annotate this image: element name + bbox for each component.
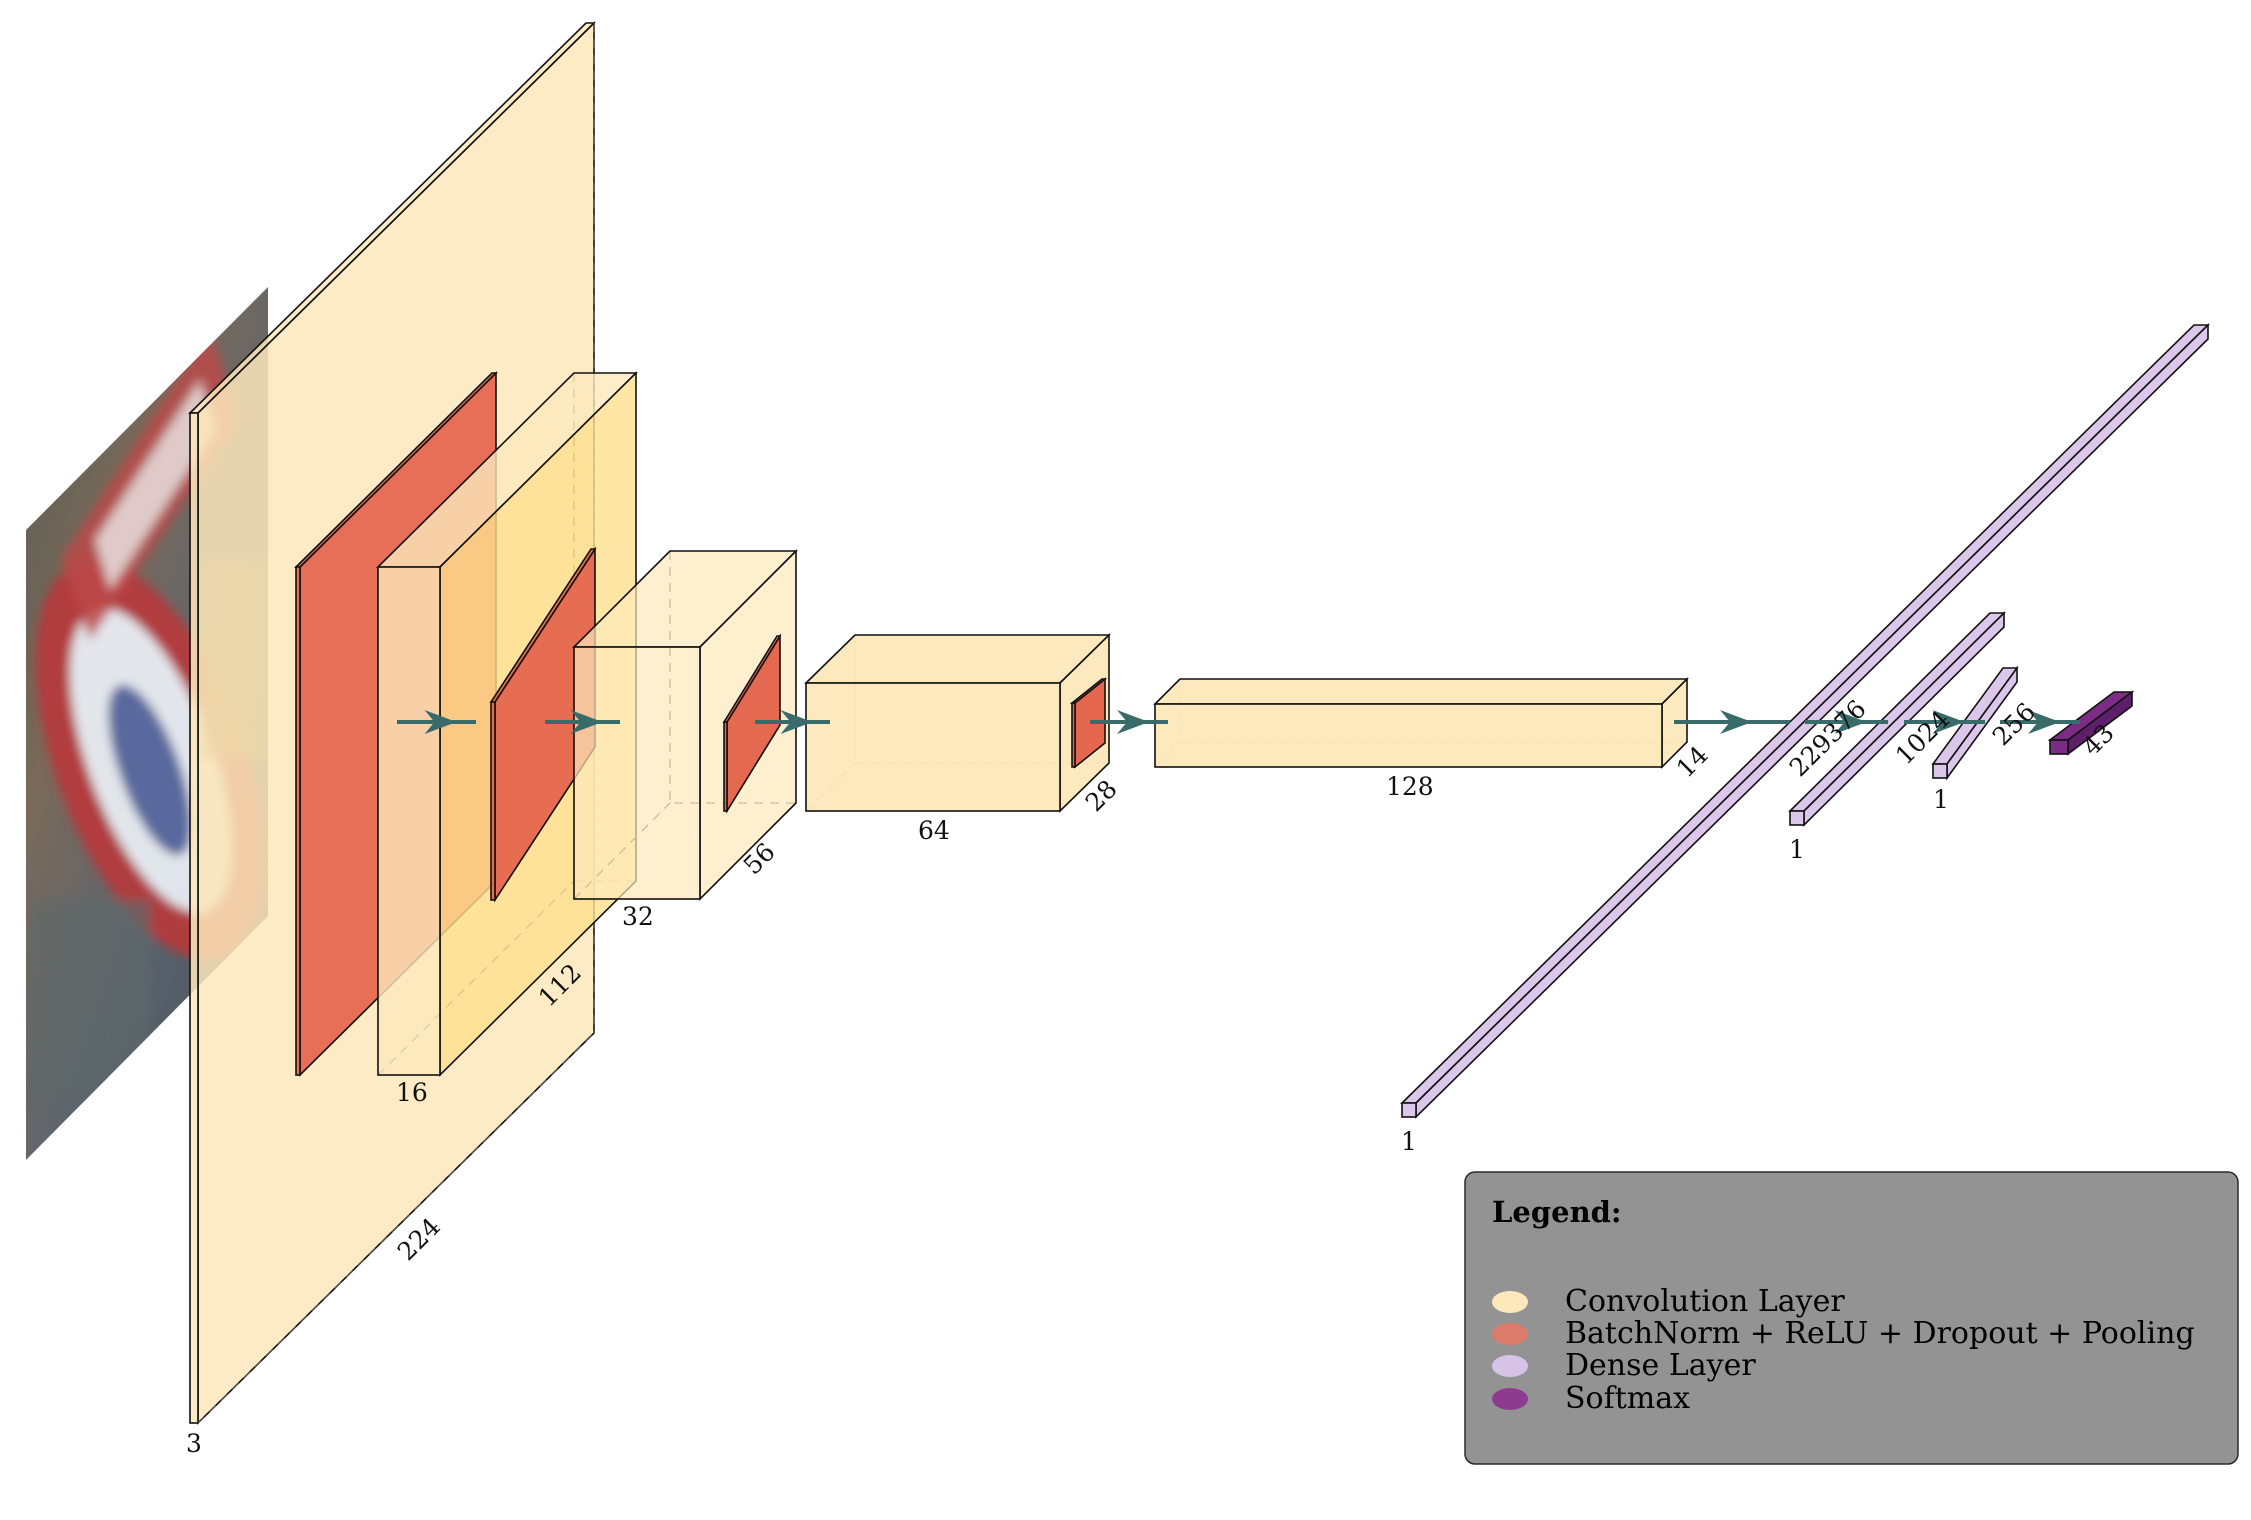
dense2-width-label: 1 [1789,835,1805,864]
conv3-depth-label: 32 [622,902,654,931]
conv1-layer-front-edge [189,412,199,1424]
softmax-layer [2047,690,2135,756]
softmax-layer-front-face [2049,739,2069,755]
dense3-layer-front-face [1932,763,1948,779]
dense2-layer [1788,611,2006,827]
legend: Legend: Convolution Layer BatchNorm + Re… [1464,1171,2239,1465]
connection-arrow [1805,710,1888,734]
legend-swatch-dense [1492,1355,1528,1377]
arrow-head [1720,710,1752,734]
conv4-depth-label: 64 [918,816,950,845]
connection-arrow [755,710,830,734]
conv4-layer-top-face [804,634,1111,684]
conv5-layer-top-face [1153,678,1689,705]
legend-swatch-softmax [1492,1388,1528,1410]
legend-item-batchnorm: BatchNorm + ReLU + Dropout + Pooling [1492,1316,2195,1351]
legend-swatch-batchnorm [1492,1323,1528,1345]
bn3-layer-front-edge [723,721,728,812]
conv4-layer [804,633,1111,813]
legend-label-convolution: Convolution Layer [1565,1284,1845,1319]
conv1-layer-hidden-edge [197,1032,595,1424]
connection-arrow [1674,710,1790,734]
arrow-head [570,710,603,734]
legend-item-softmax: Softmax [1492,1381,1690,1416]
legend-item-dense: Dense Layer [1492,1348,1756,1383]
arrow-head [424,710,457,734]
legend-item-convolution: Convolution Layer [1492,1284,1845,1319]
bn2-layer [489,546,597,903]
bn3-layer [722,633,782,814]
connection-arrow [545,710,620,734]
conv5-layer-front-face [1154,703,1663,768]
bn4-layer-front-edge [1071,702,1076,768]
conv3-layer-front-face [573,646,701,900]
arrow-head [1117,710,1149,734]
bn4-layer [1069,677,1108,769]
conv2-layer-front-face [377,566,441,1076]
legend-label-batchnorm: BatchNorm + ReLU + Dropout + Pooling [1565,1316,2195,1351]
conv5-depth-label: 128 [1386,772,1434,801]
legend-title: Legend: [1492,1195,1622,1229]
connections [397,710,2080,734]
arrow-head [780,710,813,734]
conv1-depth-label: 3 [186,1429,202,1458]
bn1-layer-front-edge [295,566,301,1076]
connection-arrow [1904,710,1985,734]
dense1-layer-front-face [1401,1102,1417,1118]
arrow-head [1834,710,1867,734]
connection-arrow [397,710,476,734]
legend-box [1464,1171,2239,1465]
arrow-head [1932,710,1965,734]
bn2-layer-front-edge [490,701,496,901]
connection-arrow [2000,710,2080,734]
connection-arrow [1090,710,1168,734]
legend-label-dense: Dense Layer [1565,1348,1756,1383]
dense3-width-label: 1 [1933,785,1949,814]
conv4-layer-front-face [805,682,1061,812]
legend-swatch-convolution [1492,1291,1528,1313]
arrow-head [2028,710,2060,734]
conv5-layer [1153,677,1689,769]
legend-label-softmax: Softmax [1565,1381,1690,1416]
conv2-depth-label: 16 [396,1078,428,1107]
dense2-layer-front-face [1789,810,1805,826]
dense1-width-label: 1 [1401,1127,1417,1156]
